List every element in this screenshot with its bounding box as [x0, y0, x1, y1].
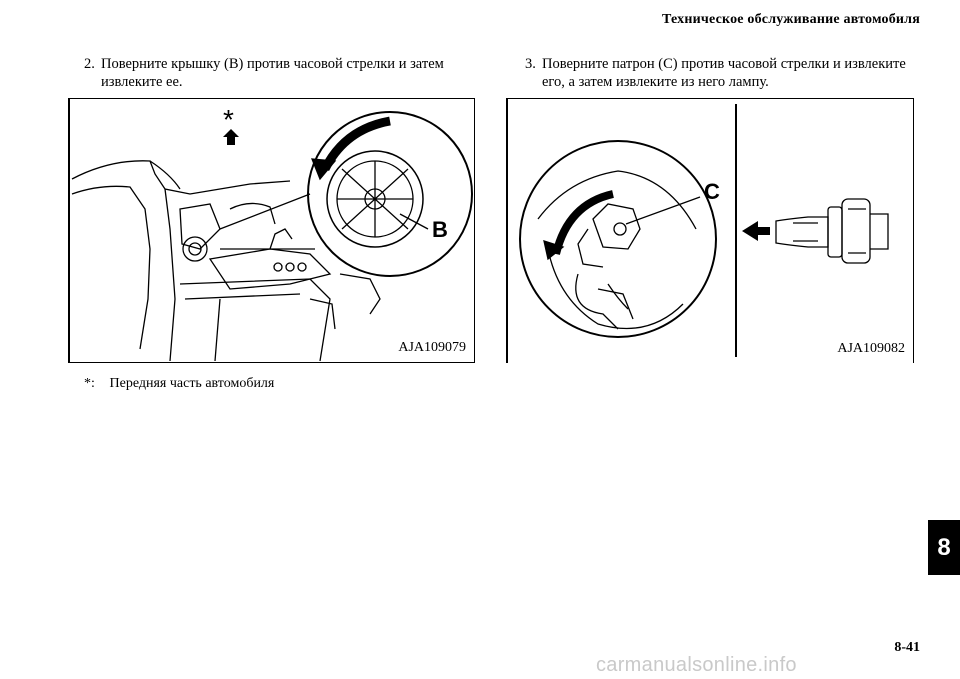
running-header: Техническое обслуживание автомобиля — [662, 12, 920, 27]
figure-code: AJA109079 — [398, 340, 466, 355]
step-2: 2. Поверните крышку (B) против часовой с… — [84, 55, 474, 91]
step-number: 2. — [84, 56, 95, 72]
footnote-mark: *: — [84, 376, 95, 391]
step-number: 3. — [525, 56, 536, 72]
callout-b: B — [432, 217, 448, 242]
watermark: carmanualsonline.info — [596, 654, 797, 676]
callout-c: C — [704, 179, 720, 204]
cover-illustration — [71, 111, 473, 362]
figure-code: AJA109082 — [837, 341, 905, 356]
step-text: Поверните крышку (B) против часовой стре… — [101, 56, 444, 90]
socket-illustration — [519, 104, 889, 357]
footnote: *: Передняя часть автомобиля — [84, 376, 274, 392]
step-text: Поверните патрон (C) против часовой стре… — [542, 56, 906, 90]
star-marker: * — [223, 104, 234, 135]
footnote-text: Передняя часть автомобиля — [109, 376, 275, 391]
figure-remove-cover: * B AJA109079 — [68, 98, 475, 363]
step-3: 3. Поверните патрон (C) против часовой с… — [525, 55, 925, 91]
figure-remove-socket: C AJA109082 — [506, 98, 914, 363]
page-number: 8-41 — [894, 640, 920, 655]
chapter-tab: 8 — [928, 520, 960, 575]
